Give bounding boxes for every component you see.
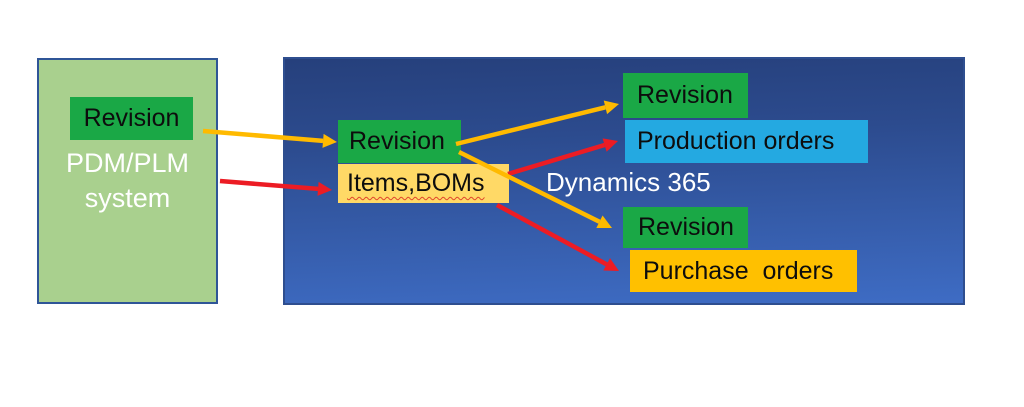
pdm-revision-label: Revision xyxy=(83,104,180,132)
production-orders-label: Production orders xyxy=(637,127,835,155)
production-revision-chip: Revision xyxy=(623,73,748,118)
purchase-orders-label: Purchase orders xyxy=(643,256,834,285)
d365-revision-label: Revision xyxy=(349,127,445,155)
purchase-revision-label: Revision xyxy=(638,213,734,241)
items-boms-label: Items,BOMs xyxy=(347,169,485,197)
pdm-title-line1: PDM/PLM xyxy=(65,148,190,178)
pdm-plm-system-title: PDM/PLM system xyxy=(37,146,218,216)
purchase-revision-chip: Revision xyxy=(623,207,748,248)
items-boms-chip: Items,BOMs xyxy=(338,164,509,203)
pdm-title-line2: system xyxy=(84,183,171,213)
purchase-orders-chip: Purchase orders xyxy=(630,250,857,292)
d365-revision-chip: Revision xyxy=(338,120,461,163)
pdm-revision-chip: Revision xyxy=(70,97,193,140)
production-orders-chip: Production orders xyxy=(625,120,868,163)
production-revision-label: Revision xyxy=(637,81,733,109)
dynamics-365-label: Dynamics 365 xyxy=(546,167,711,197)
